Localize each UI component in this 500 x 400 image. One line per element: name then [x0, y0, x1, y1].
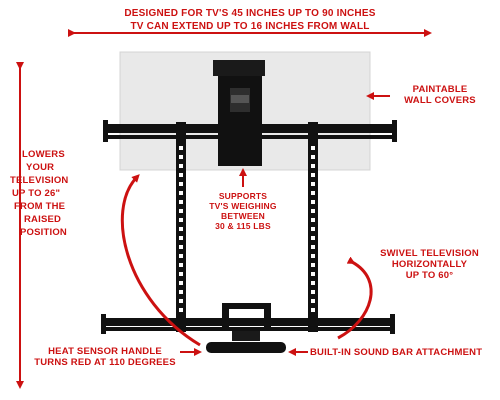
heat-sensor-label: HEAT SENSOR HANDLE TURNS RED AT 110 DEGR… [30, 346, 180, 368]
arm-hole [311, 218, 315, 222]
supports-line-1: SUPPORTS [218, 191, 268, 201]
lowers-line-4: UP TO 26" [12, 188, 61, 199]
arm-hole [179, 290, 183, 294]
arm-hole [179, 308, 183, 312]
arm-hole [311, 236, 315, 240]
arm-hole [311, 173, 315, 177]
arm-hole [179, 155, 183, 159]
lowers-line-2: YOUR [26, 162, 55, 173]
swivel-line-2: HORIZONTALLY [391, 259, 468, 270]
paintable-line-2: WALL COVERS [404, 95, 476, 106]
banner-line-2: TV CAN EXTEND UP TO 16 INCHES FROM WALL [130, 21, 370, 32]
arm-hole [179, 200, 183, 204]
arm-hole [179, 209, 183, 213]
arm-hole [311, 281, 315, 285]
arm-hole [311, 254, 315, 258]
banner-line-1: DESIGNED FOR TV'S 45 INCHES UP TO 90 INC… [124, 8, 376, 19]
arm-hole [179, 254, 183, 258]
tilt-curve-arrow [120, 174, 201, 347]
lowers-line-6: RAISED [24, 214, 62, 225]
paintable-line-1: PAINTABLE [412, 84, 468, 95]
arm-hole [311, 146, 315, 150]
arm-hole [179, 299, 183, 303]
arm-hole [311, 245, 315, 249]
arm-hole [311, 299, 315, 303]
supports-line-2: TV'S WEIGHING [209, 201, 277, 211]
supports-line-3: BETWEEN [221, 211, 265, 221]
arm-hole [311, 227, 315, 231]
arm-hole [179, 173, 183, 177]
arm-hole [311, 200, 315, 204]
swivel-line-1: SWIVEL TELEVISION [380, 248, 479, 259]
arm-hole [311, 308, 315, 312]
sound-bar-text: BUILT-IN SOUND BAR ATTACHMENT [310, 347, 483, 358]
arm-hole [179, 236, 183, 240]
arm-hole [179, 281, 183, 285]
arm-hole [311, 272, 315, 276]
arm-hole [311, 191, 315, 195]
heat-sensor-line-1: HEAT SENSOR HANDLE [48, 346, 162, 357]
arm-hole [179, 227, 183, 231]
lowers-line-5: FROM THE [14, 201, 66, 212]
arm-hole [179, 164, 183, 168]
arm-hole [311, 182, 315, 186]
arm-hole [311, 263, 315, 267]
lowers-label: LOWERS YOUR TELEVISION UP TO 26" FROM TH… [2, 148, 82, 239]
paintable-label: PAINTABLE WALL COVERS [390, 84, 490, 106]
lowers-line-7: POSITION [20, 227, 67, 238]
arm-hole [179, 191, 183, 195]
arm-hole [311, 155, 315, 159]
arm-hole [179, 263, 183, 267]
arm-hole [179, 218, 183, 222]
top-banner-text: DESIGNED FOR TV'S 45 INCHES UP TO 90 INC… [50, 7, 450, 33]
mount-motor-housing [213, 60, 265, 166]
arm-holes [179, 146, 315, 312]
heat-sensor-handle [206, 303, 286, 353]
supports-line-4: 30 & 115 LBS [215, 221, 271, 231]
sound-bar-label: BUILT-IN SOUND BAR ATTACHMENT [310, 347, 495, 358]
arm-hole [311, 164, 315, 168]
lower-mount-bar [101, 314, 395, 334]
supports-label: SUPPORTS TV'S WEIGHING BETWEEN 30 & 115 … [188, 191, 298, 231]
arm-hole [179, 245, 183, 249]
arm-hole [311, 290, 315, 294]
heat-sensor-line-2: TURNS RED AT 110 DEGREES [34, 357, 176, 368]
arm-hole [179, 146, 183, 150]
swivel-line-3: UP TO 60° [405, 270, 454, 281]
lowers-line-3: TELEVISION [10, 175, 69, 186]
swivel-curve-arrow [337, 256, 373, 340]
lowers-line-1: LOWERS [22, 149, 65, 160]
arm-hole [311, 209, 315, 213]
swivel-label: SWIVEL TELEVISION HORIZONTALLY UP TO 60° [362, 248, 497, 281]
upper-mount-bar [103, 120, 397, 142]
arm-hole [179, 272, 183, 276]
arm-hole [179, 182, 183, 186]
